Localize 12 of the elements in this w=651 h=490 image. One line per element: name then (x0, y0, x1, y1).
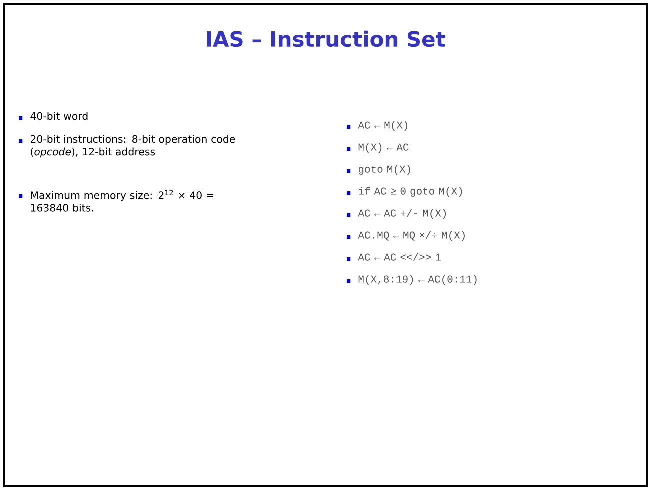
bullet-item: AC ← AC +/- M(X) (347, 209, 446, 219)
slide-title: IAS – Instruction Set (207, 30, 446, 48)
bullet-item: M(X) ← AC (347, 143, 409, 153)
bullet-item: goto M(X) (347, 165, 410, 175)
bullet-item: M(X,8:19) ← AC(0:11) (347, 275, 477, 285)
bullet-item: Maximum memory size: 2$^{12}$ × 40 = 163840 bits. (19, 190, 214, 212)
bullet-item: AC ← M(X) (347, 121, 408, 131)
bullet-item: AC ← AC <</>> 1 (347, 253, 441, 262)
bullet-item: AC.MQ ← MQ ×/÷ M(X) (347, 231, 465, 241)
bullet-item: 40-bit word (19, 112, 88, 120)
bullet-item: if AC ≥ 0 goto M(X) (347, 187, 462, 197)
bullet-item: 20-bit instructions: 8-bit operation code (opcode), 12-bit address (19, 135, 236, 158)
